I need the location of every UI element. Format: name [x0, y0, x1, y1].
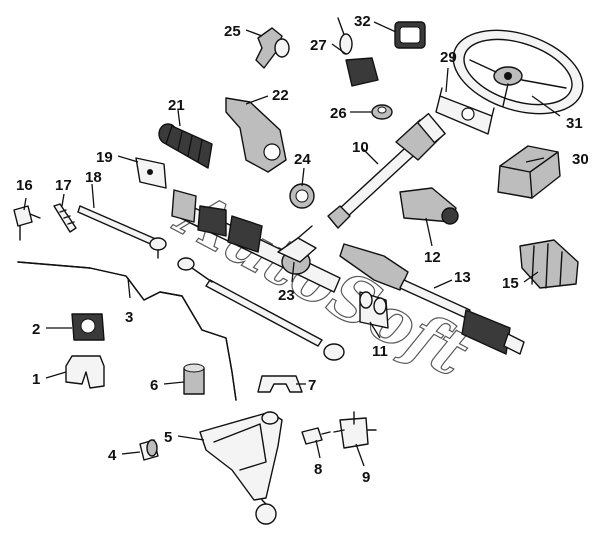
- part-stabilizer-bar: [17, 261, 237, 401]
- part-bush-4: [139, 439, 159, 461]
- part-bush-26: [371, 104, 393, 120]
- callout-25: 25: [224, 23, 241, 40]
- callout-16: 16: [16, 177, 33, 194]
- callout-10: 10: [352, 139, 369, 156]
- part-column-support: [225, 97, 287, 173]
- part-column-bracket: [435, 87, 495, 135]
- callout-24: 24: [294, 151, 311, 168]
- part-tie-rod-center: [177, 257, 345, 361]
- callout-23: 23: [278, 287, 295, 304]
- callout-3: 3: [125, 309, 133, 326]
- part-steering-rack: [171, 189, 341, 293]
- callout-27: 27: [310, 37, 327, 54]
- part-ball-joint-16: [13, 205, 41, 241]
- callout-7: 7: [308, 377, 316, 394]
- part-clamp-11: [359, 291, 389, 329]
- part-boot-15: [519, 239, 579, 289]
- part-control-arm: [199, 411, 283, 525]
- part-clamp-7: [257, 375, 303, 393]
- callout-12: 12: [424, 249, 441, 266]
- leader-lines: [23, 21, 561, 467]
- callout-30: 30: [572, 151, 589, 168]
- part-steering-column: [327, 112, 446, 229]
- part-lock-assembly: [255, 27, 290, 69]
- callout-labels: 1 2 3 4 5 6 7 8 9 10 11 12 13 15 16 17 1…: [16, 13, 589, 486]
- callout-26: 26: [330, 105, 347, 122]
- part-bush-2: [71, 313, 105, 341]
- callout-1: 1: [32, 371, 40, 388]
- part-bush-6: [183, 363, 205, 395]
- callout-22: 22: [272, 87, 289, 104]
- callout-2: 2: [32, 321, 40, 338]
- part-switch-cover: [394, 21, 426, 49]
- part-bearing: [289, 183, 315, 209]
- callout-32: 32: [354, 13, 371, 30]
- callout-13: 13: [454, 269, 471, 286]
- callout-19: 19: [96, 149, 113, 166]
- part-column-shroud: [497, 145, 561, 199]
- part-steering-boot: [158, 123, 213, 169]
- part-pin-8: [301, 427, 331, 445]
- part-clamp-1: [65, 355, 105, 389]
- callout-11: 11: [372, 343, 388, 360]
- part-bolt-17: [53, 203, 77, 233]
- callout-9: 9: [362, 469, 370, 486]
- part-drive-shaft: [339, 243, 525, 355]
- callout-29: 29: [440, 49, 457, 66]
- part-mount-9: [333, 411, 377, 449]
- callout-8: 8: [314, 461, 322, 478]
- callout-6: 6: [150, 377, 158, 394]
- part-tie-rod-18: [77, 205, 167, 259]
- callout-15: 15: [502, 275, 519, 292]
- callout-31: 31: [566, 115, 583, 132]
- part-mount-plate: [135, 157, 167, 189]
- part-boot-12: [399, 187, 459, 225]
- callout-4: 4: [108, 447, 117, 464]
- callout-17: 17: [55, 177, 72, 194]
- callout-5: 5: [164, 429, 172, 446]
- part-steering-wheel: [452, 29, 584, 115]
- callout-21: 21: [168, 97, 185, 114]
- callout-18: 18: [85, 169, 102, 186]
- part-pinion: [277, 225, 317, 263]
